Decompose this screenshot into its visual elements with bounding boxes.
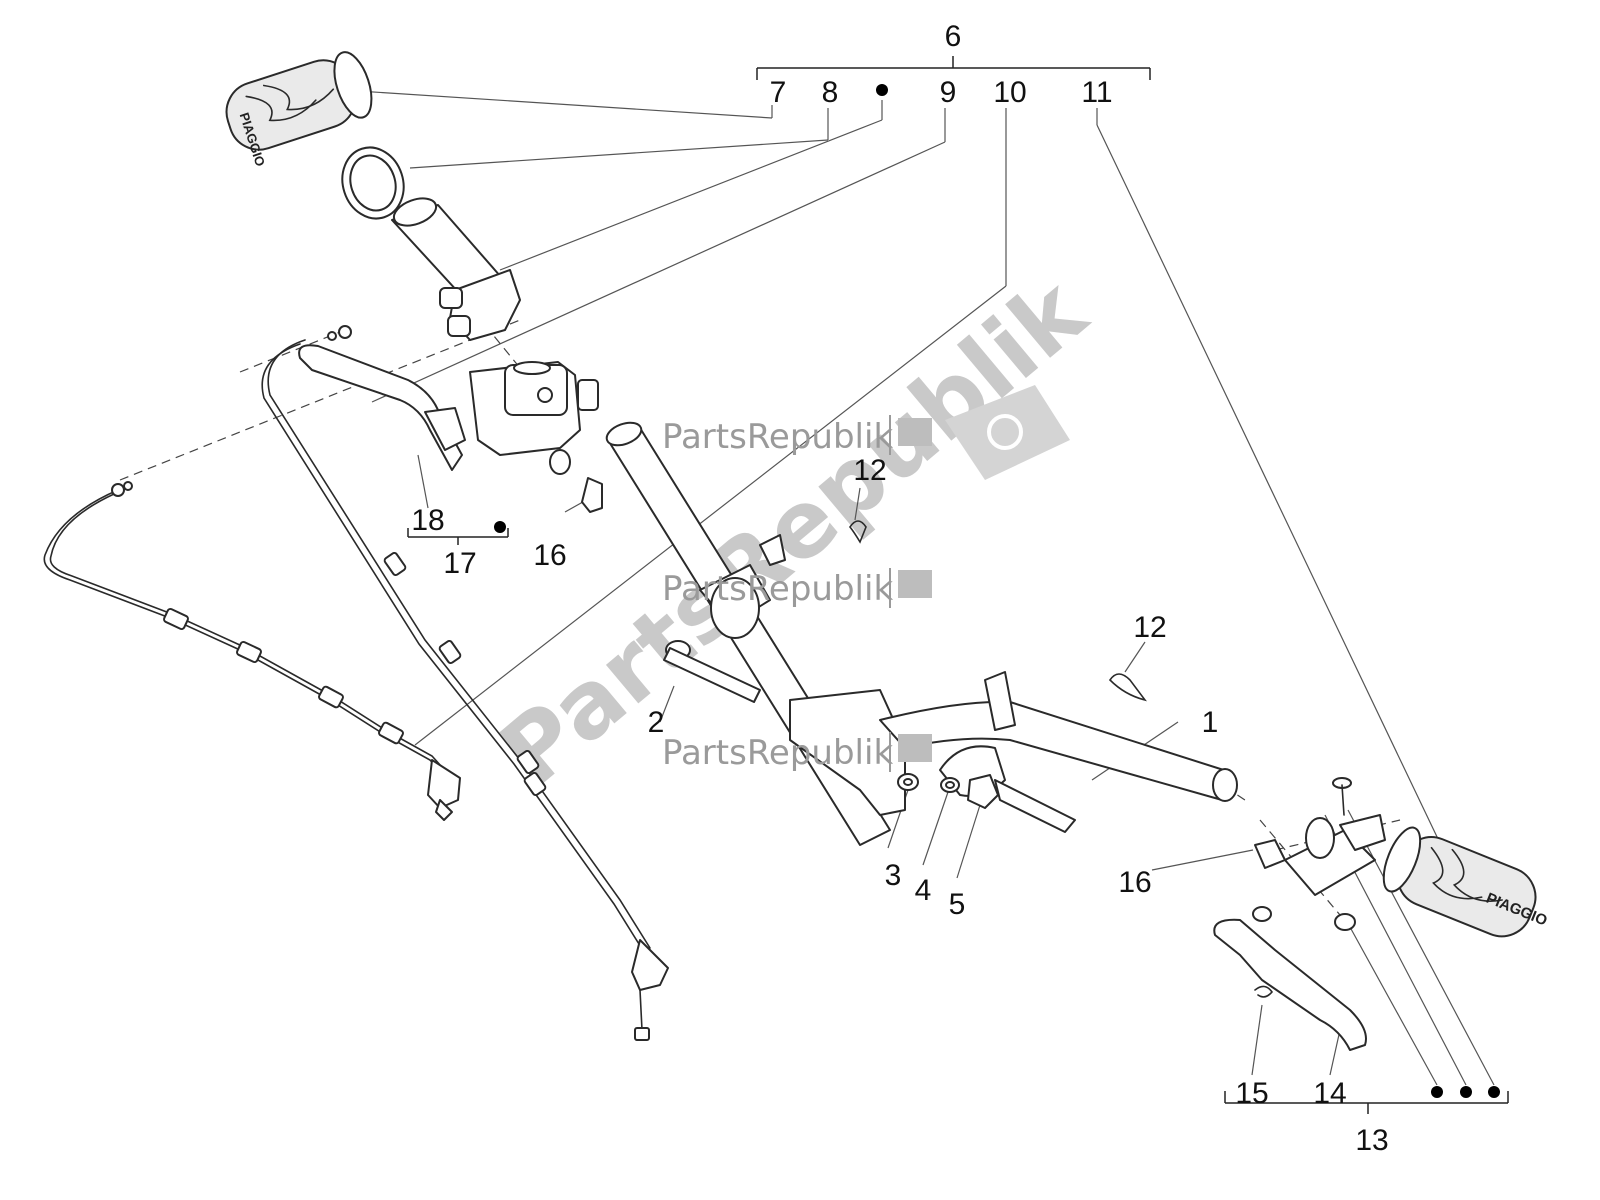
clip-12-lower xyxy=(1108,673,1147,702)
callout-18: 18 xyxy=(411,504,444,537)
bullet-17 xyxy=(494,521,506,533)
callout-16-right: 16 xyxy=(1118,866,1151,899)
watermark-text-3: PartsRepublik xyxy=(662,733,893,773)
callout-10: 10 xyxy=(993,76,1026,109)
callout-12-upper: 12 xyxy=(853,454,886,487)
throttle-cable-long xyxy=(261,325,669,1041)
callout-6: 6 xyxy=(945,20,962,53)
throttle-ring xyxy=(341,146,405,220)
bracket-17 xyxy=(407,528,509,545)
callout-16-left: 16 xyxy=(533,539,566,572)
bullet-13-a xyxy=(1431,1086,1443,1098)
bolt-2 xyxy=(663,640,761,703)
callout-5: 5 xyxy=(949,888,966,921)
clip-12-upper xyxy=(849,520,867,544)
watermark-text-2: PartsRepublik xyxy=(662,569,893,609)
callout-9: 9 xyxy=(940,76,957,109)
leader-lines xyxy=(342,89,1495,1086)
throttle-assembly xyxy=(391,197,521,341)
callout-13: 13 xyxy=(1355,1124,1388,1157)
bullet-13-c xyxy=(1488,1086,1500,1098)
throttle-cable-short xyxy=(43,481,461,821)
callout-14: 14 xyxy=(1313,1077,1346,1110)
watermark-2: PartsRepublik xyxy=(662,568,932,609)
washer-3 xyxy=(897,773,919,791)
bullet-13-b xyxy=(1460,1086,1472,1098)
callout-1: 1 xyxy=(1202,706,1219,739)
right-grip: PIAGGIO xyxy=(1382,826,1550,938)
brake-switch-left xyxy=(581,477,603,513)
callout-17: 17 xyxy=(443,547,476,580)
right-lever-bracket xyxy=(1284,777,1386,896)
callout-2: 2 xyxy=(648,706,665,739)
watermark-3: PartsRepublik xyxy=(662,732,932,773)
watermark-flag-icon xyxy=(945,385,1070,480)
watermark-1: PartsRepublik xyxy=(662,415,932,457)
left-brake-lever xyxy=(298,344,466,471)
left-grip: PIAGGIO xyxy=(225,51,373,168)
callout-4: 4 xyxy=(915,874,932,907)
callout-8: 8 xyxy=(822,76,839,109)
master-cylinder xyxy=(469,361,599,475)
callout-7: 7 xyxy=(770,76,787,109)
callout-labels: 6 7 8 9 10 11 12 12 1 2 3 4 5 16 16 18 1… xyxy=(411,20,1388,1157)
bracket-13 xyxy=(1224,1091,1509,1114)
callout-12-lower: 12 xyxy=(1133,611,1166,644)
nut-5 xyxy=(967,774,999,809)
callout-11: 11 xyxy=(1081,76,1112,109)
right-brake-lever xyxy=(1213,906,1367,1051)
callout-15: 15 xyxy=(1235,1077,1268,1110)
spring-15 xyxy=(1254,985,1274,998)
callout-3: 3 xyxy=(885,859,902,892)
washer-4 xyxy=(940,777,960,793)
bullet-6 xyxy=(876,84,888,96)
bracket-6 xyxy=(756,56,1151,80)
watermark-text-1: PartsRepublik xyxy=(662,417,893,457)
